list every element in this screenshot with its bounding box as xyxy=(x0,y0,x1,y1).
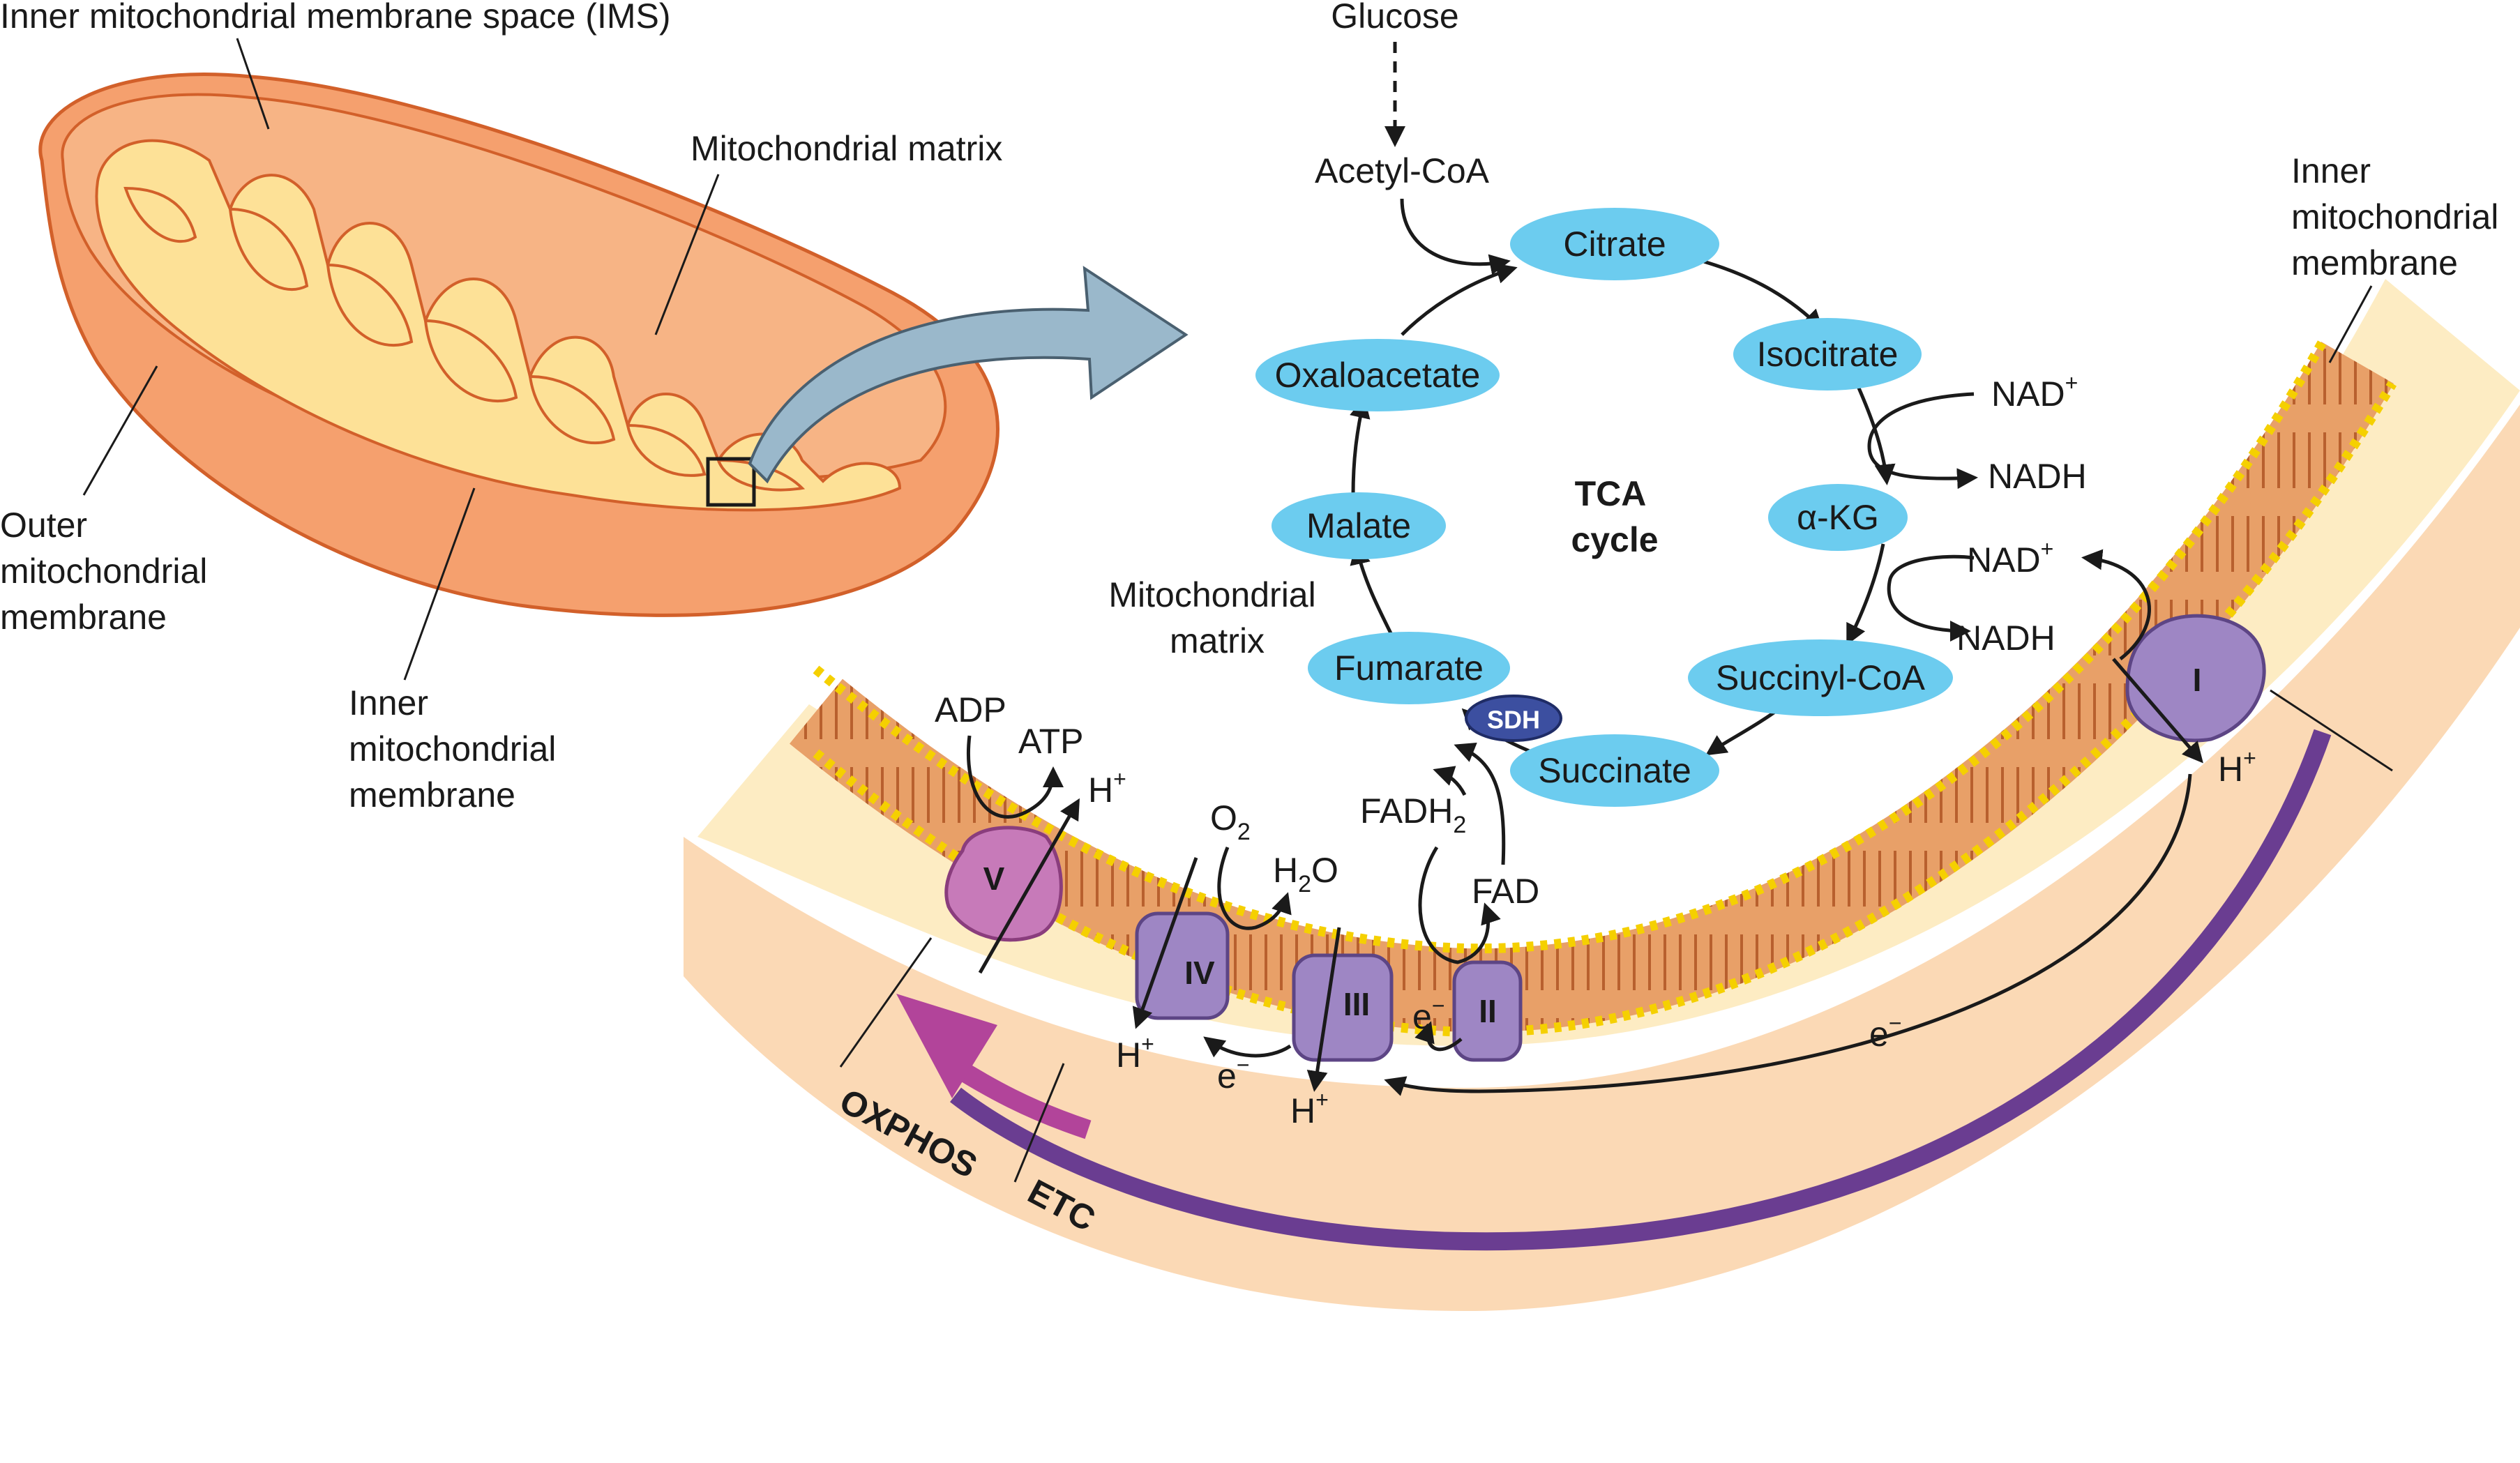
node-citrate xyxy=(1510,208,1719,280)
nad-plus-label-2: NAD+ xyxy=(1967,536,2053,579)
inner-line-3: membrane xyxy=(349,775,515,814)
node-akg-label: α-KG xyxy=(1797,498,1879,537)
node-malate-label: Malate xyxy=(1306,506,1411,545)
node-oxaloacetate-label: Oxaloacetate xyxy=(1275,356,1481,395)
nadh-label-2: NADH xyxy=(1956,619,2055,658)
isocitrate-nad-branch xyxy=(1867,392,1978,490)
node-succinate xyxy=(1510,734,1719,807)
c4-proton-arrow xyxy=(1132,857,1198,1029)
cristae-folds xyxy=(123,186,806,492)
c1-proton-arrow xyxy=(2112,658,2203,764)
oxphos-arrow xyxy=(950,1058,1092,1139)
matrix-label-right: Mitochondrial matrix xyxy=(1108,575,1325,660)
outer-leader xyxy=(82,365,158,496)
atp-label: ATP xyxy=(1018,722,1084,761)
callout-arrow xyxy=(748,266,1189,484)
acetyl-to-citrate-arrow xyxy=(1400,198,1511,275)
outer-line-2: mitochondrial xyxy=(0,552,207,591)
node-citrate-label: Citrate xyxy=(1563,225,1666,264)
nad-plus-label-1: NAD+ xyxy=(1991,370,2078,414)
c2-to-c3-electron xyxy=(1414,1021,1463,1052)
c4-h-plus: H+ xyxy=(1116,1031,1154,1075)
matrix-right-line-1: Mitochondrial xyxy=(1108,575,1315,614)
c3-proton-arrow xyxy=(1306,927,1341,1092)
o2-label: O2 xyxy=(1210,798,1251,845)
complex-iii-label: III xyxy=(1343,986,1370,1022)
c5-h-plus: H+ xyxy=(1088,766,1126,810)
succinate-fadh-arrow xyxy=(1454,743,1506,865)
etc-tick-left xyxy=(1013,1063,1065,1183)
complex-iii: III xyxy=(1292,953,1394,1062)
outer-membrane-label: Outer mitochondrial membrane xyxy=(0,506,217,637)
sdh-label: SDH xyxy=(1487,706,1540,734)
fadh-up-arrow xyxy=(1433,766,1467,796)
node-isocitrate-label: Isocitrate xyxy=(1757,335,1899,374)
fadh2-label: FADH2 xyxy=(1360,791,1466,838)
inner-line-2: mitochondrial xyxy=(349,729,556,768)
fad-label: FAD xyxy=(1472,872,1539,911)
zoom-box xyxy=(706,457,756,507)
electron-flow-arrow xyxy=(1384,773,2192,1096)
fadh2-fad-arrow xyxy=(1418,846,1501,964)
ims-label: Inner mitochondrial membrane space (IMS) xyxy=(0,0,671,36)
complex-iv-label: IV xyxy=(1184,955,1215,991)
inner-leader-left xyxy=(403,487,476,681)
nadh-label-1: NADH xyxy=(1988,457,2087,496)
oxphos-tick xyxy=(839,937,933,1068)
node-fumarate xyxy=(1308,632,1510,704)
node-succinate-label: Succinate xyxy=(1538,751,1691,790)
inner-line-1: Inner xyxy=(349,683,428,722)
inner-right-line-1: Inner xyxy=(2291,151,2371,190)
node-succinyl-coa-label: Succinyl-CoA xyxy=(1716,658,1926,697)
e-minus-label-1: e− xyxy=(1869,1010,1902,1054)
matrix-right-line-2: matrix xyxy=(1170,621,1265,660)
tca-center-line-1: TCA xyxy=(1575,474,1646,513)
complex-ii: II xyxy=(1452,960,1523,1062)
h2o-label: H2O xyxy=(1273,851,1338,897)
tca-nodes: Citrate Isocitrate α-KG Succinyl-CoA Suc… xyxy=(1255,208,1953,807)
matrix-label: Mitochondrial matrix xyxy=(691,129,1002,168)
complex-i-label: I xyxy=(2193,662,2202,698)
complex-v: V xyxy=(944,826,1063,942)
c3-to-c4-electron xyxy=(1203,1036,1292,1058)
c5-proton-arrow xyxy=(978,798,1080,974)
etc-tick-right xyxy=(2270,689,2393,772)
node-oxaloacetate xyxy=(1255,339,1500,411)
complex-ii-label: II xyxy=(1479,993,1497,1029)
node-malate xyxy=(1272,492,1446,559)
tca-center-label: TCA cycle xyxy=(1571,474,1658,559)
complex-iv: IV xyxy=(1135,911,1230,1020)
e-minus-label-3: e− xyxy=(1217,1052,1250,1096)
tca-center-line-2: cycle xyxy=(1571,520,1658,559)
node-isocitrate xyxy=(1733,318,1922,391)
glucose-label: Glucose xyxy=(1331,0,1458,36)
inner-right-line-2: mitochondrial xyxy=(2291,197,2498,236)
adp-atp-arrow xyxy=(967,735,1064,819)
oxphos-arrowhead xyxy=(896,994,997,1098)
inner-right-line-3: membrane xyxy=(2291,243,2458,282)
complex-v-label: V xyxy=(983,861,1005,897)
ims-leader xyxy=(236,38,270,130)
node-akg xyxy=(1768,484,1908,551)
adp-label: ADP xyxy=(935,690,1006,729)
o2-h2o-arrow xyxy=(1217,847,1292,930)
inner-membrane-cristae xyxy=(95,139,902,512)
nadh-recycle-arrow xyxy=(2081,549,2151,660)
inner-membrane-label-right: Inner mitochondrial membrane xyxy=(2291,151,2508,282)
outer-line-3: membrane xyxy=(0,598,167,637)
inner-right-leader xyxy=(2328,285,2373,363)
inner-membrane-label-left: Inner mitochondrial membrane xyxy=(349,683,566,814)
c3-h-plus: H+ xyxy=(1290,1087,1329,1130)
node-succinyl-coa xyxy=(1688,639,1953,716)
sdh-badge: SDH xyxy=(1465,695,1562,742)
akg-nad-branch xyxy=(1887,554,1975,642)
acetyl-coa-label: Acetyl-CoA xyxy=(1315,151,1490,190)
etc-arrow xyxy=(950,729,2332,1251)
outer-line-1: Outer xyxy=(0,506,87,545)
node-fumarate-label: Fumarate xyxy=(1334,649,1484,688)
c1-h-plus: H+ xyxy=(2218,745,2256,789)
matrix-leader xyxy=(654,174,720,335)
mitochondrion-illustration xyxy=(38,73,999,617)
